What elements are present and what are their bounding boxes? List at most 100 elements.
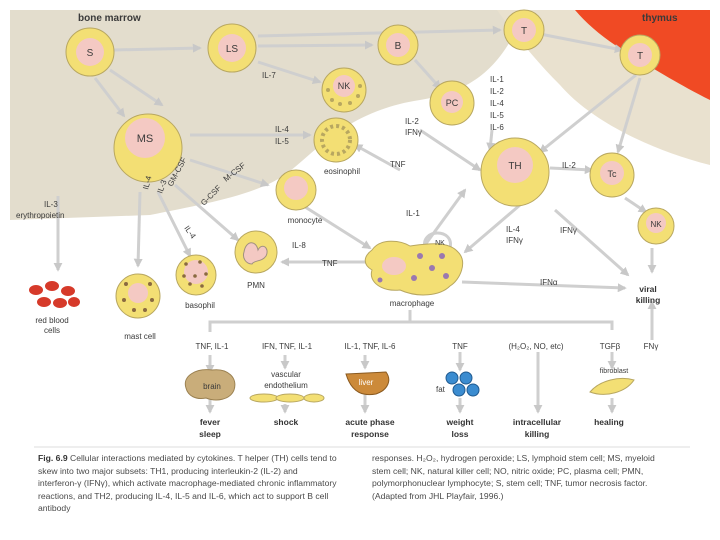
- mediator-5: (H₂O₂, NO, etc): [508, 342, 563, 351]
- ifng-label: IFNγ: [405, 128, 422, 137]
- t-cell-label: T: [521, 26, 527, 37]
- mediator-7: FNγ: [644, 342, 659, 351]
- vascular-endothelium: vascular endothelium: [250, 370, 324, 402]
- basophil-label: basophil: [185, 301, 215, 310]
- outcome-killing: killing: [636, 295, 661, 305]
- vasc-label-2: endothelium: [264, 381, 308, 390]
- liver-organ: liver: [346, 372, 389, 395]
- plasma-cell: PC: [430, 81, 474, 125]
- mediator-4: TNF: [452, 342, 468, 351]
- th-label: TH: [508, 161, 521, 172]
- bpc-il5: IL-5: [490, 111, 504, 120]
- pmn-label: PMN: [247, 281, 265, 290]
- ifna-label: IFNα: [540, 278, 558, 287]
- mediator-1: TNF, IL-1: [196, 342, 229, 351]
- rbc-label-2: cells: [44, 326, 60, 335]
- mediator-3: IL-1, TNF, IL-6: [345, 342, 397, 351]
- tc-cell: Tc: [590, 153, 634, 197]
- arrow-th-viral: [555, 210, 628, 275]
- erythropoietin-label: erythropoietin: [16, 211, 64, 220]
- il7-label: IL-7: [262, 71, 276, 80]
- outcome-acute-2: response: [351, 429, 389, 439]
- outcome-shock: shock: [274, 417, 299, 427]
- arrow-s-ls: [114, 48, 200, 50]
- mediator-6: TGFβ: [600, 342, 621, 351]
- il1-mac-label: IL-1: [406, 209, 420, 218]
- b-cell-label: B: [395, 41, 402, 52]
- tnf-mac-label: TNF: [322, 259, 338, 268]
- arrow-mac-th: [425, 190, 465, 245]
- outcome-intracell-2: killing: [525, 429, 550, 439]
- il4-bas-label: IL-4: [182, 224, 198, 241]
- outcome-healing: healing: [594, 417, 624, 427]
- outcome-weight: weight: [446, 417, 474, 427]
- arrow-distribution: [410, 310, 612, 330]
- fat-cells: [446, 372, 479, 396]
- tnf-top-label: TNF: [390, 160, 406, 169]
- pmn-cell: PMN: [235, 231, 277, 290]
- stem-cell: S: [66, 28, 114, 76]
- il2-label: IL-2: [405, 117, 419, 126]
- eosinophil-cell: eosinophil: [314, 118, 360, 176]
- il4-th-label: IL-4: [506, 225, 520, 234]
- outcome-acute-1: acute phase: [345, 417, 394, 427]
- nk-cell-2: NK: [638, 208, 674, 244]
- fibroblast: fibroblast: [590, 368, 634, 394]
- mediator-labels: TNF, IL-1 IFN, TNF, IL-1 IL-1, TNF, IL-6…: [196, 342, 659, 351]
- mediator-2: IFN, TNF, IL-1: [262, 342, 313, 351]
- caption-left: Fig. 6.9 Cellular interactions mediated …: [38, 452, 338, 515]
- ifng-th-label: IFNγ: [506, 236, 523, 245]
- t-cell: T: [504, 10, 544, 50]
- red-blood-cells: [29, 281, 80, 308]
- outcome-loss: loss: [451, 429, 468, 439]
- mast-cell: mast cell: [116, 274, 160, 341]
- stem-cell-label: S: [87, 48, 94, 59]
- fibroblast-label: fibroblast: [600, 368, 628, 375]
- il4-eos-label: IL-4: [275, 125, 289, 134]
- macrophage-label: macrophage: [390, 299, 435, 308]
- arrow-distribution-left: [210, 322, 410, 332]
- monocyte-label: monocyte: [288, 216, 323, 225]
- ls-label: LS: [226, 44, 239, 55]
- brain-organ: brain: [185, 370, 235, 400]
- arrow-ms-mast: [138, 192, 140, 266]
- outcome-sleep: sleep: [199, 429, 221, 439]
- caption-right: responses. H₂O₂, hydrogen peroxide; LS, …: [372, 452, 672, 502]
- bpc-il6: IL-6: [490, 123, 504, 132]
- thymus-label: thymus: [642, 13, 678, 24]
- t-thymus-label: T: [637, 51, 643, 62]
- il5-eos-label: IL-5: [275, 137, 289, 146]
- il3-ery-label: IL-3: [44, 200, 58, 209]
- arrow-mono-mac: [302, 205, 370, 248]
- rbc-label-1: red blood: [35, 316, 68, 325]
- outcome-fever: fever: [200, 417, 221, 427]
- arrow-ls-b: [258, 45, 372, 46]
- figure-label: Fig. 6.9: [38, 453, 68, 463]
- bpc-il4: IL-4: [490, 99, 504, 108]
- bone-marrow-label: bone marrow: [78, 13, 141, 24]
- fat-label: fat: [436, 385, 446, 394]
- b-cell: B: [378, 25, 418, 65]
- nk-label: NK: [338, 81, 351, 91]
- bpc-il2: IL-2: [490, 87, 504, 96]
- mast-cell-label: mast cell: [124, 332, 156, 341]
- nk-cell: NK: [322, 68, 366, 112]
- bpc-il1: IL-1: [490, 75, 504, 84]
- monocyte-cell: monocyte: [276, 170, 323, 225]
- liver-label: liver: [359, 378, 374, 387]
- caption-left-text: Cellular interactions mediated by cytoki…: [38, 453, 337, 513]
- arrow-b-th: [420, 130, 480, 170]
- nk2-label: NK: [650, 220, 662, 229]
- outcome-viral: viral: [639, 284, 657, 294]
- arrow-tc-nk: [625, 198, 646, 212]
- nk-small-label: NK: [435, 240, 445, 247]
- th-cell: TH: [481, 138, 549, 206]
- il8-label: IL-8: [292, 241, 306, 250]
- tc-label: Tc: [608, 169, 618, 179]
- outcome-intracell-1: intracellular: [513, 417, 562, 427]
- eosinophil-label: eosinophil: [324, 167, 360, 176]
- t-cell-thymus: T: [620, 35, 660, 75]
- lymphoid-stem-cell: LS: [208, 24, 256, 72]
- macrophage-cell: macrophage: [365, 241, 462, 308]
- vasc-label-1: vascular: [271, 370, 301, 379]
